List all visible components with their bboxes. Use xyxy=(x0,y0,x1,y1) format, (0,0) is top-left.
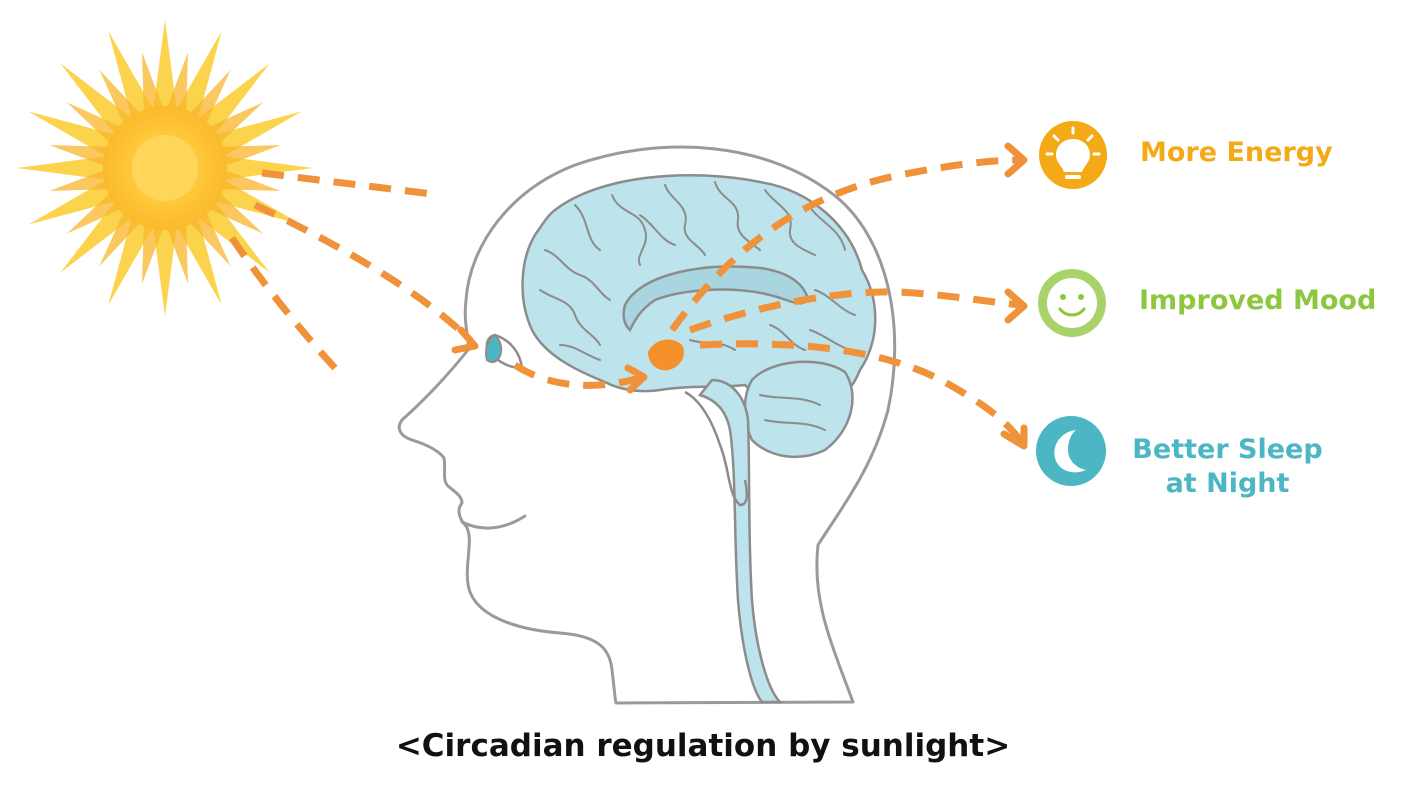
smiley-icon xyxy=(1038,269,1106,337)
better-sleep-line2: at Night xyxy=(1165,468,1290,499)
improved-mood-label: Improved Mood xyxy=(1139,285,1377,316)
arrowheads xyxy=(451,142,1028,450)
light-paths xyxy=(229,156,1023,443)
diagram-caption: <Circadian regulation by sunlight> xyxy=(395,728,1011,764)
better-sleep-label: Better Sleep at Night xyxy=(1120,433,1335,501)
arrowhead-eye xyxy=(451,326,479,354)
sun-ray-path-bottom xyxy=(229,236,338,371)
to-energy-path xyxy=(669,156,1021,333)
sun-ray-path-top xyxy=(261,169,433,198)
eye xyxy=(485,333,524,370)
sun-to-eye-path xyxy=(253,201,473,343)
brain xyxy=(521,174,877,704)
arrowhead-sleep xyxy=(1000,424,1028,450)
more-energy-label: More Energy xyxy=(1140,137,1333,168)
moon-icon xyxy=(1036,416,1106,486)
arrowhead-energy xyxy=(1004,142,1028,178)
sun-icon xyxy=(17,20,313,316)
head-outline xyxy=(397,145,897,705)
to-sleep-path xyxy=(699,340,1023,443)
eye-to-hypothalamus-path xyxy=(513,362,641,389)
better-sleep-line1: Better Sleep xyxy=(1132,434,1323,465)
arrowhead-hypothalamus xyxy=(624,364,648,394)
lightbulb-icon xyxy=(1039,121,1107,189)
to-mood-path xyxy=(688,288,1021,334)
arrowhead-mood xyxy=(1004,288,1028,324)
